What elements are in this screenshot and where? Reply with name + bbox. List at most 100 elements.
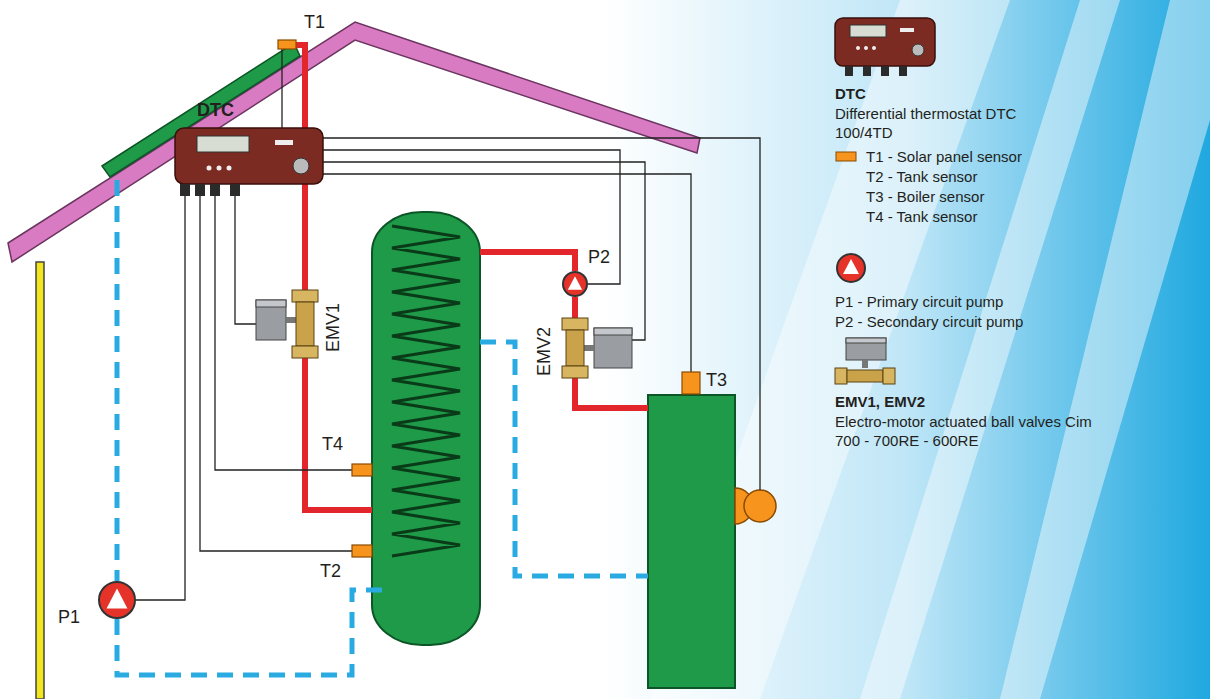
valve-icon [835,338,895,384]
cable-gland [230,184,240,196]
drawing-part [900,28,914,32]
pump: P2 [562,271,588,297]
valve-body [566,330,584,366]
legend-text: T3 - Boiler sensor [866,187,1186,206]
drawing-part [860,0,1120,699]
legend-text: Differential thermostat DTC 100/4TD [835,104,1025,142]
drawing-part [835,18,935,66]
valve: EMV1 [256,290,320,358]
sensor: T4 [352,464,372,476]
valve-stem [286,317,296,323]
controller-button [227,166,232,171]
pump-body [563,272,587,296]
legend-text: DTC [835,84,1135,103]
drawing-part [912,44,924,56]
valve-actuator [256,300,286,340]
node-shape [98,581,136,619]
component-label: T3 [706,370,727,390]
legend-text: T2 - Tank sensor [866,167,1186,186]
drawing-part [862,360,868,368]
cable-gland [210,184,220,196]
tank-coil [392,226,460,556]
component-label: P1 [58,607,80,627]
sensor: T1 [278,40,296,49]
valve-nut [562,366,588,378]
drawing-part [883,368,895,384]
control-wire [323,162,645,340]
drawing-part [847,370,883,382]
drawing-part [835,368,847,384]
node-shape [352,464,372,476]
sensor-icon [836,152,856,161]
valve-actuator [594,328,632,335]
drawing-part [846,338,886,343]
pump-arrow [107,589,128,609]
legend-text: Electro-motor actuated ball valves Cim 7… [835,412,1097,450]
controller-knob [293,158,309,174]
drawing-part [872,46,876,50]
drawing-part [899,66,907,76]
node-shape [352,545,372,557]
valve-actuator [594,328,632,368]
controller-housing [175,128,323,184]
sensor-body [278,40,296,49]
control-wire [136,196,185,600]
component-label: EMV2 [534,327,554,376]
control-wire [323,174,691,372]
controller-button [207,166,212,171]
controller-icon [835,18,935,76]
pump-body [99,582,135,618]
controller-box: DTC [175,128,323,196]
controller-led [275,140,293,145]
valve-nut [562,318,588,330]
pump: P1 [98,581,136,619]
drawing-part [837,254,865,282]
component-label: T2 [320,561,341,581]
controller-display [197,136,249,152]
valve: EMV2 [560,318,632,378]
hot-pipe [296,45,648,510]
component-label: EMV1 [323,303,343,352]
drawing-part [856,46,860,50]
drawing-part [850,25,886,37]
storage-tank [372,212,480,645]
legend-text: T1 - Solar panel sensor [866,147,1186,166]
sensor-body [352,545,372,557]
component-label: DTC [197,100,234,120]
legend-text: P2 - Secondary circuit pump [835,312,1175,331]
valve-stem [584,345,594,351]
node-shape [562,271,588,297]
node-shape [560,318,632,378]
drawing-part [863,66,871,76]
controller-button [217,166,222,171]
control-wire [323,150,620,284]
drawing-part [845,66,853,76]
coil-winding [392,226,460,556]
node-shape [175,128,323,196]
burner-wire [323,138,760,490]
node-shape [278,40,296,49]
cable-gland [195,184,205,196]
drawing-part [846,338,886,360]
drawing-part [296,45,372,510]
valve-nut [292,346,318,358]
component-label: T4 [322,434,343,454]
sensor: T3 [682,372,700,394]
roof [8,22,700,262]
legend-text: P1 - Primary circuit pump [835,292,1175,311]
drawing-part [575,378,648,408]
burner [744,490,776,522]
control-wire [281,49,282,128]
component-label: T1 [304,12,325,32]
house-wall [36,262,44,699]
pump-arrow [568,276,582,290]
node-shape [256,290,320,358]
drawing-part [480,342,648,576]
drawing-part [864,46,868,50]
drawing-part [480,252,575,271]
drawing-part [115,180,120,581]
valve-actuator [256,300,286,307]
